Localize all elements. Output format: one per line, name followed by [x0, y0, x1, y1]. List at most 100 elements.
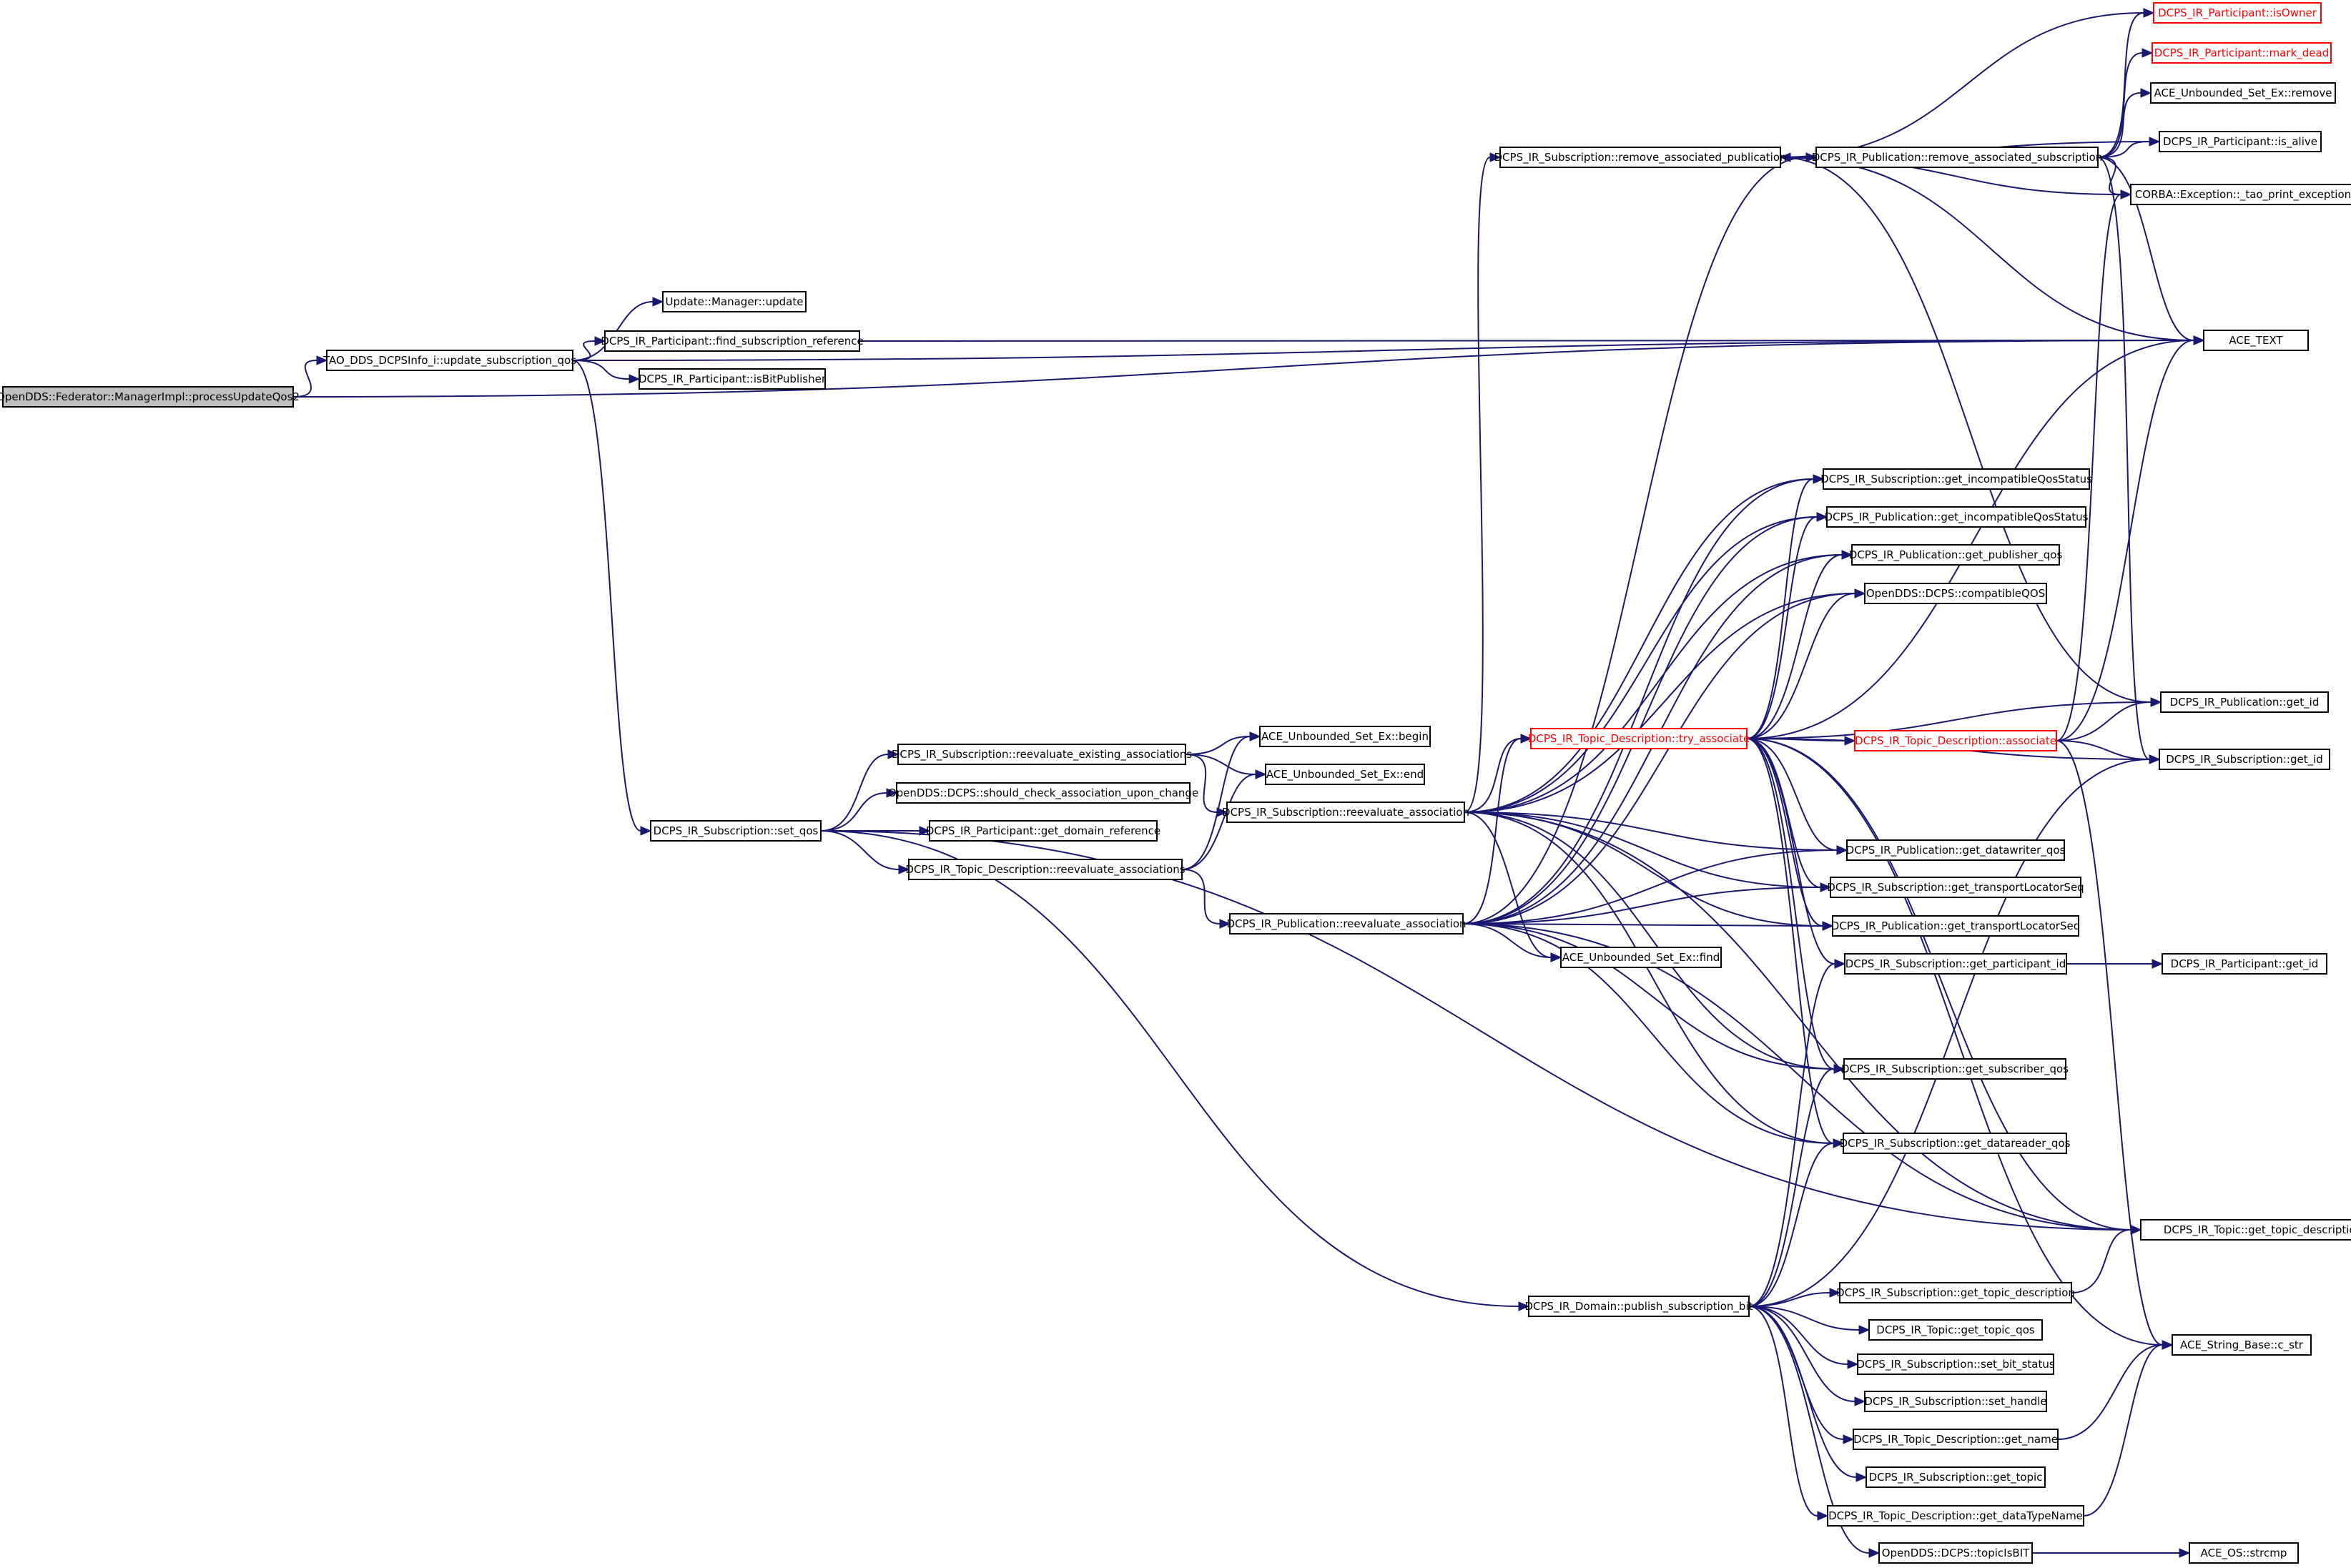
node-label: DCPS_IR_Subscription::get_topic_descript… — [1836, 1286, 2075, 1300]
node-ace-unbounded-set-ex-begin[interactable]: ACE_Unbounded_Set_Ex::begin — [1259, 726, 1431, 747]
node-dcps-ir-topic-description-get-name[interactable]: DCPS_IR_Topic_Description::get_name — [1853, 1429, 2059, 1450]
node-ace-string-base-c-str[interactable]: ACE_String_Base::c_str — [2172, 1334, 2312, 1356]
edge-n17-n30 — [2097, 157, 2161, 764]
node-label: DCPS_IR_Subscription::set_bit_status — [1856, 1358, 2055, 1371]
node-label: DCPS_IR_Publication::get_incompatibleQos… — [1825, 511, 2089, 524]
node-label: DCPS_IR_Publication::get_transportLocato… — [1831, 919, 2081, 933]
node-label: DCPS_IR_Publication::remove_associated_s… — [1812, 151, 2103, 164]
node-ace-unbounded-set-ex-remove[interactable]: ACE_Unbounded_Set_Ex::remove — [2150, 82, 2336, 104]
node-box — [1229, 913, 1464, 935]
node-dcps-ir-subscription-get-topic-description[interactable]: DCPS_IR_Subscription::get_topic_descript… — [1836, 1282, 2075, 1303]
edge-n39-n34 — [1748, 959, 1846, 1307]
node-corba-exception-tao-print-exception[interactable]: CORBA::Exception::_tao_print_exception — [2130, 184, 2351, 205]
node-box — [2189, 1542, 2299, 1564]
node-ace-unbounded-set-ex-end[interactable]: ACE_Unbounded_Set_Ex::end — [1265, 764, 1425, 785]
node-dcps-ir-participant-find-subscription-reference[interactable]: DCPS_IR_Participant::find_subscription_r… — [601, 330, 864, 352]
node-dcps-ir-participant-mark-dead[interactable]: DCPS_IR_Participant::mark_dead — [2152, 42, 2332, 64]
node-dcps-ir-subscription-get-participant-id[interactable]: DCPS_IR_Subscription::get_participant_id — [1844, 953, 2067, 975]
node-opendds-dcps-compatibleqos[interactable]: OpenDDS::DCPS::compatibleQOS — [1864, 583, 2047, 604]
node-label: DCPS_IR_Participant::get_domain_referenc… — [926, 824, 1160, 838]
node-box — [2, 386, 294, 408]
node-box — [1864, 1391, 2047, 1412]
edge-n13-n37 — [1464, 812, 1845, 1148]
node-box — [1265, 764, 1425, 785]
node-label: DCPS_IR_Topic_Description::get_name — [1853, 1433, 2058, 1446]
node-dcps-ir-domain-publish-subscription-bit[interactable]: DCPS_IR_Domain::publish_subscription_bit — [1524, 1296, 1753, 1317]
node-dcps-ir-topic-description-associate[interactable]: DCPS_IR_Topic_Description::associate — [1854, 730, 2057, 751]
edge-n3-n5 — [859, 335, 2205, 345]
node-dcps-ir-topic-get-topic-description[interactable]: DCPS_IR_Topic::get_topic_description — [2140, 1219, 2351, 1241]
edge-n13-n25 — [1464, 550, 1853, 813]
node-dcps-ir-subscription-get-id[interactable]: DCPS_IR_Subscription::get_id — [2159, 749, 2330, 770]
node-dcps-ir-subscription-get-topic[interactable]: DCPS_IR_Subscription::get_topic — [1865, 1466, 2046, 1488]
node-dcps-ir-subscription-get-incompatibleqosstatus[interactable]: DCPS_IR_Subscription::get_incompatibleQo… — [1820, 468, 2092, 490]
node-opendds-federator-managerimpl-processupdateqos2[interactable]: OpenDDS::Federator::ManagerImpl::process… — [0, 386, 300, 408]
node-box — [929, 820, 1158, 842]
node-dcps-ir-subscription-set-qos[interactable]: DCPS_IR_Subscription::set_qos — [650, 820, 822, 842]
node-dcps-ir-topic-description-reevaluate-associations[interactable]: DCPS_IR_Topic_Description::reevaluate_as… — [905, 859, 1186, 880]
node-box — [2152, 42, 2332, 64]
node-opendds-dcps-topicisbit[interactable]: OpenDDS::DCPS::topicIsBIT — [1878, 1542, 2033, 1564]
node-dcps-ir-subscription-reevaluate-existing-associations[interactable]: DCPS_IR_Subscription::reevaluate_existin… — [892, 744, 1192, 765]
node-box — [1864, 583, 2047, 604]
node-label: DCPS_IR_Publication::get_publisher_qos — [1849, 548, 2063, 562]
node-box — [1844, 953, 2067, 975]
edge-n39-n37 — [1748, 1138, 1845, 1307]
node-box — [1259, 726, 1431, 747]
node-label: DCPS_IR_Subscription::get_topic — [1869, 1471, 2043, 1484]
node-dcps-ir-subscription-get-subscriber-qos[interactable]: DCPS_IR_Subscription::get_subscriber_qos — [1841, 1058, 2069, 1080]
node-dcps-ir-publication-get-transportlocatorseq[interactable]: DCPS_IR_Publication::get_transportLocato… — [1831, 915, 2081, 937]
node-dcps-ir-subscription-remove-associated-publication[interactable]: DCPS_IR_Subscription::remove_associated_… — [1494, 147, 1787, 168]
node-label: ACE_TEXT — [2229, 334, 2283, 347]
node-dcps-ir-subscription-set-handle[interactable]: DCPS_IR_Subscription::set_handle — [1864, 1391, 2047, 1412]
node-dcps-ir-subscription-get-datareader-qos[interactable]: DCPS_IR_Subscription::get_datareader_qos — [1840, 1133, 2071, 1154]
node-dcps-ir-publication-get-datawriter-qos[interactable]: DCPS_IR_Publication::get_datawriter_qos — [1846, 839, 2066, 861]
node-ace-text[interactable]: ACE_TEXT — [2203, 330, 2309, 351]
edge-n28-n5 — [2056, 335, 2205, 741]
edge-n27-n5 — [1746, 335, 2205, 739]
node-dcps-ir-publication-get-id[interactable]: DCPS_IR_Publication::get_id — [2160, 691, 2329, 713]
edge-n39-n30 — [1748, 754, 2161, 1307]
node-dcps-ir-topic-get-topic-qos[interactable]: DCPS_IR_Topic::get_topic_qos — [1868, 1319, 2043, 1341]
node-box — [2162, 953, 2327, 975]
node-tao-dds-dcpsinfo-i-update-subscription-qos[interactable]: TAO_DDS_DCPSInfo_i::update_subscription_… — [322, 350, 576, 371]
edge-n14-n23 — [1462, 474, 1825, 924]
node-dcps-ir-topic-description-try-associate[interactable]: DCPS_IR_Topic_Description::try_associate — [1528, 728, 1750, 749]
edge-n6-n8 — [820, 788, 898, 832]
node-box — [2172, 1334, 2312, 1356]
node-dcps-ir-participant-is-alive[interactable]: DCPS_IR_Participant::is_alive — [2159, 131, 2322, 152]
edge-n13-n31 — [1464, 812, 1848, 855]
node-dcps-ir-publication-get-incompatibleqosstatus[interactable]: DCPS_IR_Publication::get_incompatibleQos… — [1825, 506, 2089, 528]
node-box — [1854, 730, 2057, 751]
node-label: DCPS_IR_Publication::get_datawriter_qos — [1846, 844, 2066, 857]
node-label: OpenDDS::DCPS::should_check_association_… — [888, 787, 1198, 800]
node-dcps-ir-subscription-reevaluate-association[interactable]: DCPS_IR_Subscription::reevaluate_associa… — [1222, 802, 1469, 823]
node-dcps-ir-subscription-set-bit-status[interactable]: DCPS_IR_Subscription::set_bit_status — [1856, 1353, 2055, 1375]
node-dcps-ir-participant-get-id[interactable]: DCPS_IR_Participant::get_id — [2162, 953, 2327, 975]
node-label: DCPS_IR_Subscription::set_qos — [654, 824, 819, 838]
node-ace-os-strcmp[interactable]: ACE_OS::strcmp — [2189, 1542, 2299, 1564]
node-dcps-ir-participant-isowner[interactable]: DCPS_IR_Participant::isOwner — [2153, 2, 2322, 24]
node-dcps-ir-topic-description-get-datatypename[interactable]: DCPS_IR_Topic_Description::get_dataTypeN… — [1827, 1505, 2084, 1527]
node-box — [662, 291, 807, 312]
node-dcps-ir-participant-get-domain-reference[interactable]: DCPS_IR_Participant::get_domain_referenc… — [926, 820, 1160, 842]
edge-n39-n46 — [1748, 1306, 1829, 1521]
node-dcps-ir-participant-isbitpublisher[interactable]: DCPS_IR_Participant::isBitPublisher — [639, 368, 827, 390]
node-label: ACE_Unbounded_Set_Ex::begin — [1261, 730, 1429, 744]
edge-n27-n37 — [1746, 738, 1845, 1148]
edge-n14-n27 — [1462, 734, 1532, 924]
node-label: DCPS_IR_Participant::isOwner — [2158, 6, 2317, 20]
edge-n10-n11 — [1181, 731, 1261, 870]
node-box — [2153, 2, 2322, 24]
node-dcps-ir-publication-reevaluate-association[interactable]: DCPS_IR_Publication::reevaluate_associat… — [1226, 913, 1467, 935]
node-update-manager-update[interactable]: Update::Manager::update — [662, 291, 807, 312]
node-dcps-ir-subscription-get-transportlocatorseq[interactable]: DCPS_IR_Subscription::get_transportLocat… — [1827, 877, 2084, 898]
node-ace-unbounded-set-ex-find[interactable]: ACE_Unbounded_Set_Ex::find — [1560, 947, 1722, 968]
node-box — [2140, 1219, 2351, 1241]
node-dcps-ir-publication-get-publisher-qos[interactable]: DCPS_IR_Publication::get_publisher_qos — [1849, 544, 2063, 566]
node-box — [897, 744, 1186, 765]
node-dcps-ir-publication-remove-associated-subscription[interactable]: DCPS_IR_Publication::remove_associated_s… — [1812, 147, 2103, 168]
node-opendds-dcps-should-check-association-upon-change[interactable]: OpenDDS::DCPS::should_check_association_… — [888, 782, 1198, 804]
edge-n27-n26 — [1746, 588, 1866, 739]
